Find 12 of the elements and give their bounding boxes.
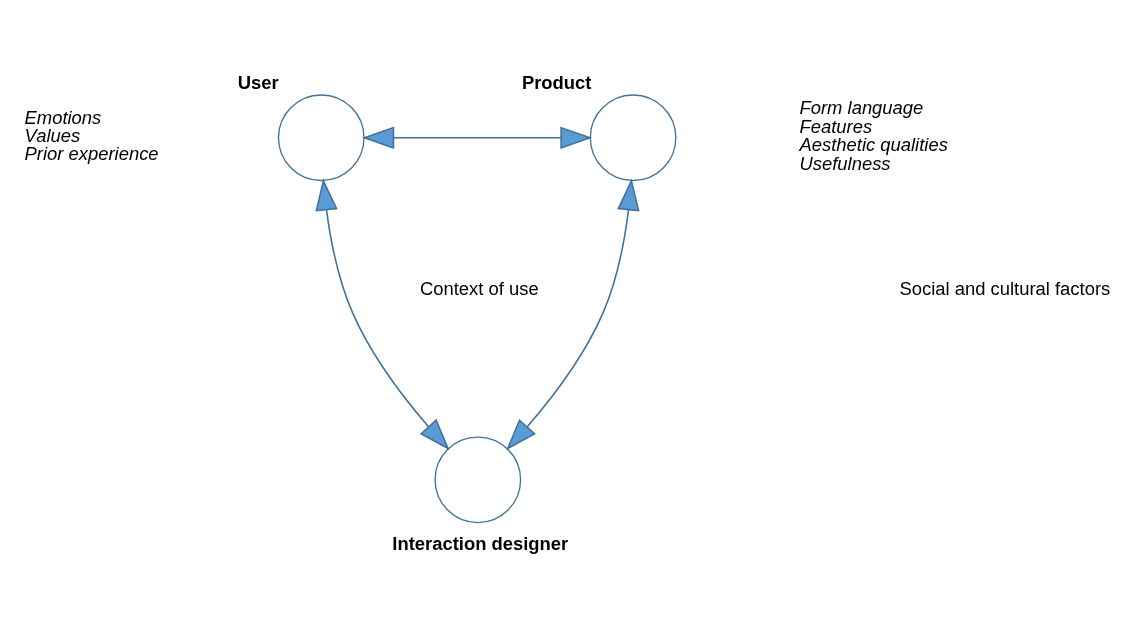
label: Social and cultural factors: [899, 277, 1111, 299]
arrow: [506, 177, 640, 450]
node-circle: [589, 93, 677, 181]
node-label: Product: [521, 71, 592, 93]
node-circle: [434, 435, 522, 523]
arrow: [315, 177, 450, 450]
node-label: Form language: [799, 96, 924, 118]
arrow: [362, 126, 593, 149]
node-circle: [277, 93, 365, 181]
label: Context of use: [419, 277, 539, 299]
node-label: Interaction designer: [392, 532, 569, 554]
node-label: User: [237, 71, 279, 93]
